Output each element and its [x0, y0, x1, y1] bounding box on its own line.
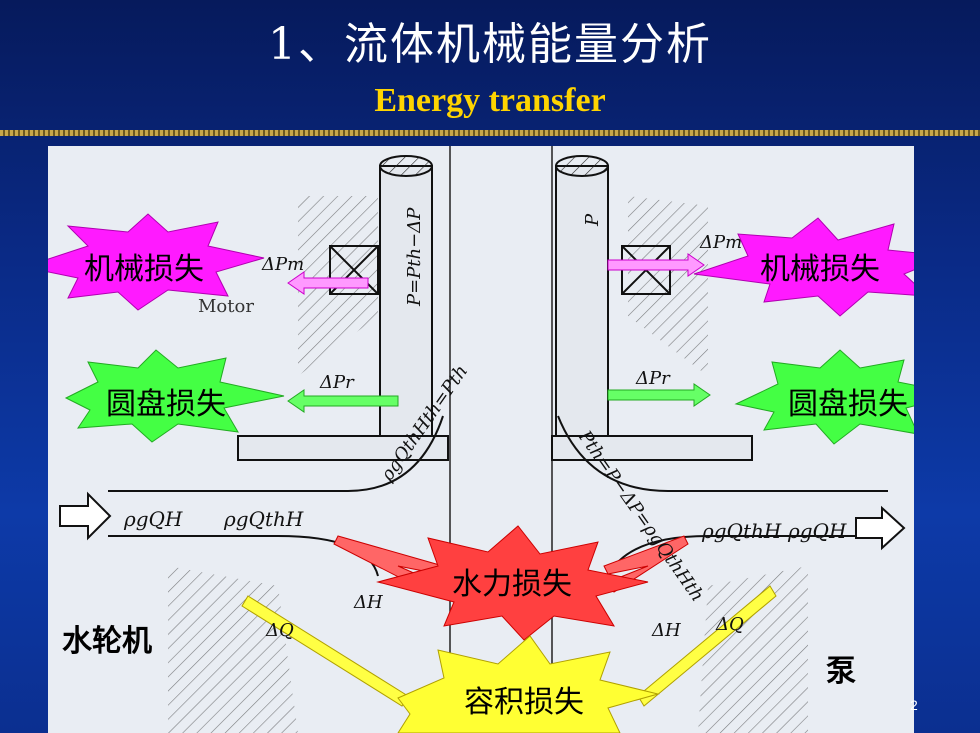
bearing-left: [329, 245, 379, 295]
formula-delta-pm-right: ΔPm: [699, 232, 742, 253]
disc-loss-right: 圆盘损失: [734, 349, 914, 445]
turbine-label: 水轮机: [62, 624, 152, 659]
slide-title: 1、流体机械能量分析: [268, 19, 712, 70]
mech-arrow-right: [607, 253, 705, 277]
flow-channel-right: [557, 415, 888, 492]
formula-dq-right: ΔQ: [715, 614, 744, 635]
inflow-arrow: [59, 491, 112, 541]
vol-arrow-left: [241, 595, 409, 707]
svg-text:水力损失: 水力损失: [452, 567, 572, 602]
formula-dq-left: ΔQ: [265, 620, 294, 641]
formula-shaft-right: P: [582, 213, 603, 227]
formula-flow-th-left: ρgQthH: [223, 507, 304, 531]
disc-right: [551, 435, 753, 461]
formula-delta-pr-right: ΔPr: [635, 368, 671, 389]
mechanical-loss-left: 机械损失: [48, 213, 265, 311]
formula-delta-pr-left: ΔPr: [319, 372, 355, 393]
disc-left: [237, 435, 449, 461]
formula-motor: Motor: [198, 296, 254, 317]
pump-label: 泵: [826, 654, 856, 689]
hydraulic-loss: 水力损失: [376, 525, 649, 641]
formula-dh-left: ΔH: [353, 592, 383, 613]
flow-channel-left: [108, 415, 444, 492]
formula-flow-in-left: ρgQH: [123, 507, 183, 531]
shaft-left-top: [379, 155, 433, 177]
shaft-right-top: [555, 155, 609, 177]
formula-flow-th-right: ρgQthH: [701, 519, 782, 543]
formula-dh-right: ΔH: [651, 620, 681, 641]
energy-transfer-diagram: P=Pth−ΔP P ΔPm ΔPm ΔPr ΔPr Motor ρgQH ρg…: [48, 146, 914, 733]
formula-flow-out-right: ρgQH: [787, 519, 847, 543]
svg-text:圆盘损失: 圆盘损失: [788, 387, 908, 422]
title-divider: [0, 130, 980, 136]
shaft-right: [555, 165, 609, 437]
outflow-arrow: [855, 505, 906, 551]
volumetric-loss: 容积损失: [397, 635, 660, 733]
disc-arrow-right: [607, 383, 711, 407]
page-number: 2: [910, 697, 918, 713]
svg-text:机械损失: 机械损失: [84, 252, 204, 287]
slide-subtitle: Energy transfer: [374, 82, 606, 119]
formula-delta-pm-left: ΔPm: [261, 254, 304, 275]
mech-arrow-left: [287, 271, 369, 295]
housing-right-upper: [628, 196, 708, 376]
shaft-left: [379, 165, 433, 437]
disc-loss-left: 圆盘损失: [64, 349, 285, 443]
svg-text:容积损失: 容积损失: [464, 685, 584, 720]
housing-right-lower: [698, 566, 808, 733]
disc-arrow-left: [287, 389, 399, 413]
housing-left-lower: [168, 566, 298, 733]
svg-text:机械损失: 机械损失: [760, 252, 880, 287]
mechanical-loss-right: 机械损失: [693, 217, 914, 317]
formula-shaft-left: P=Pth−ΔP: [404, 207, 425, 307]
svg-text:圆盘损失: 圆盘损失: [106, 387, 226, 422]
